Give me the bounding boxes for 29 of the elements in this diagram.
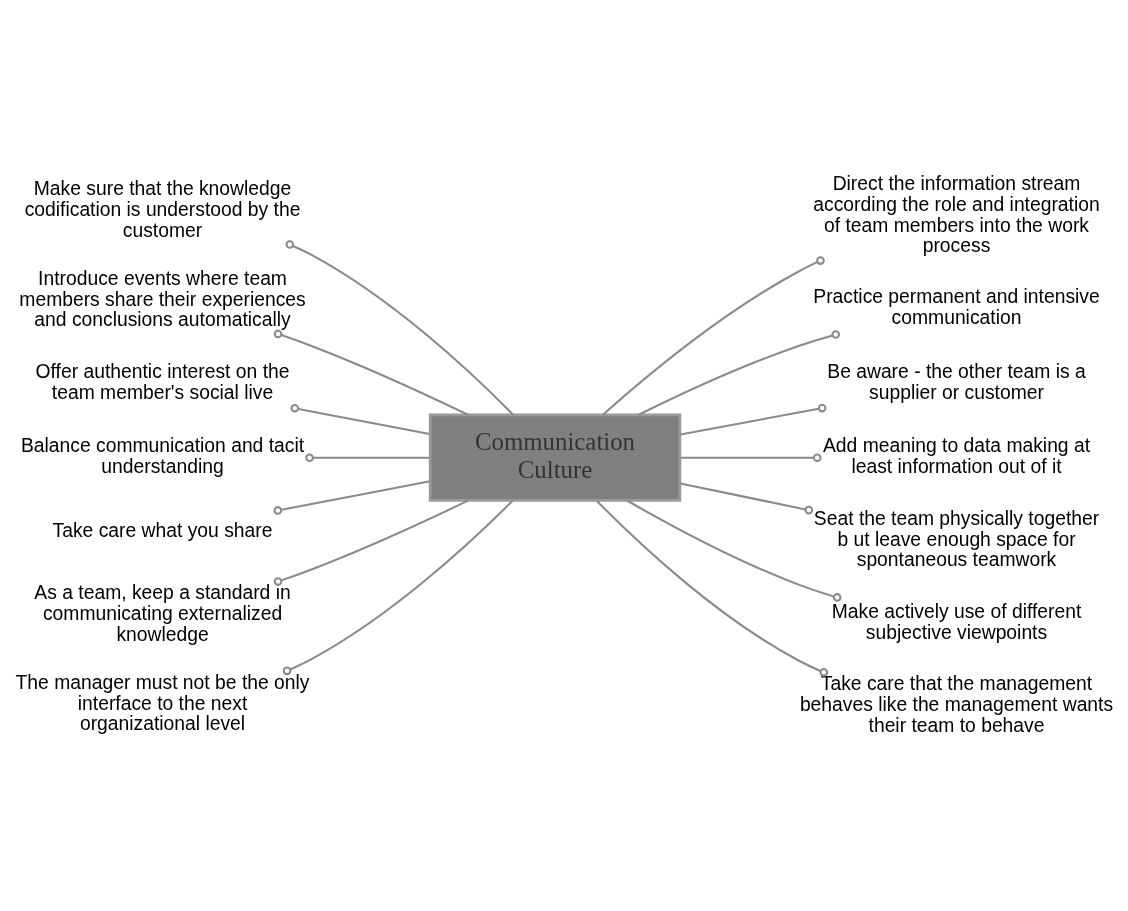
- node-text: Direct the information stream according the role and integration of team members into the work process: [813, 172, 1100, 256]
- connector: [282, 499, 514, 675]
- node-text: Offer authentic interest on the team member's social live: [35, 360, 290, 403]
- connector: [595, 499, 829, 677]
- node-text: Seat the team physically together b ut leave enough space for spontaneous teamwork: [813, 507, 1100, 570]
- node-text: Take care what you share: [52, 519, 273, 541]
- connector: [273, 329, 469, 416]
- node-text: Make actively use of different subjective viewpoints: [831, 600, 1082, 643]
- connector: [273, 499, 469, 586]
- node-text: As a team, keep a standard in communicating externalized knowledge: [34, 581, 291, 645]
- node-text: Take care that the management behaves like the management wants their team to behave: [799, 672, 1114, 736]
- node-box: Communication Culture: [428, 413, 682, 502]
- connector: [638, 329, 841, 416]
- connector: [680, 481, 814, 514]
- node-text: Practice permanent and intensive communication: [813, 285, 1100, 328]
- node-text: Add meaning to data making at least information out of it: [822, 434, 1091, 477]
- connector: [680, 452, 822, 462]
- node-text: Be aware - the other team is a supplier or customer: [827, 360, 1086, 403]
- connector: [626, 499, 842, 602]
- connector: [602, 255, 825, 415]
- node-text: Balance communication and tacit understanding: [20, 434, 305, 477]
- connector: [290, 403, 430, 435]
- connector: [273, 479, 431, 515]
- connector: [285, 239, 515, 416]
- connector: [305, 452, 430, 462]
- connector: [680, 403, 827, 436]
- node-text: Introduce events where team members share their experiences and conclusions automatically: [19, 267, 306, 330]
- node-text: Make sure that the knowledge codification is understood by the customer: [24, 177, 301, 241]
- node-text: The manager must not be the only interface to the next organizational level: [15, 671, 310, 734]
